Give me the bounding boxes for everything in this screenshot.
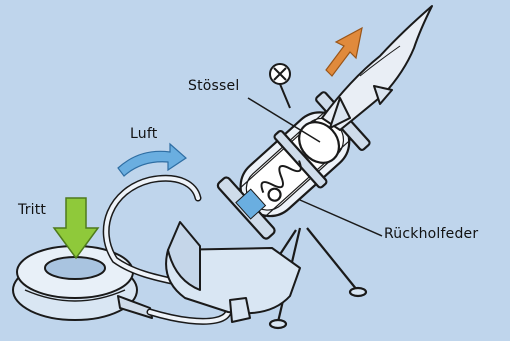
base-cradle (166, 222, 300, 322)
handle-ring (270, 64, 290, 108)
label-luft: Luft (130, 126, 157, 142)
launch-direction-arrow (326, 28, 362, 76)
label-tritt: Tritt (18, 202, 46, 218)
foot-pump (13, 246, 152, 320)
label-rueckholfeder: Rückholfeder (384, 226, 478, 242)
air-flow-arrow (118, 144, 186, 176)
label-stoessel: Stössel (188, 78, 239, 94)
